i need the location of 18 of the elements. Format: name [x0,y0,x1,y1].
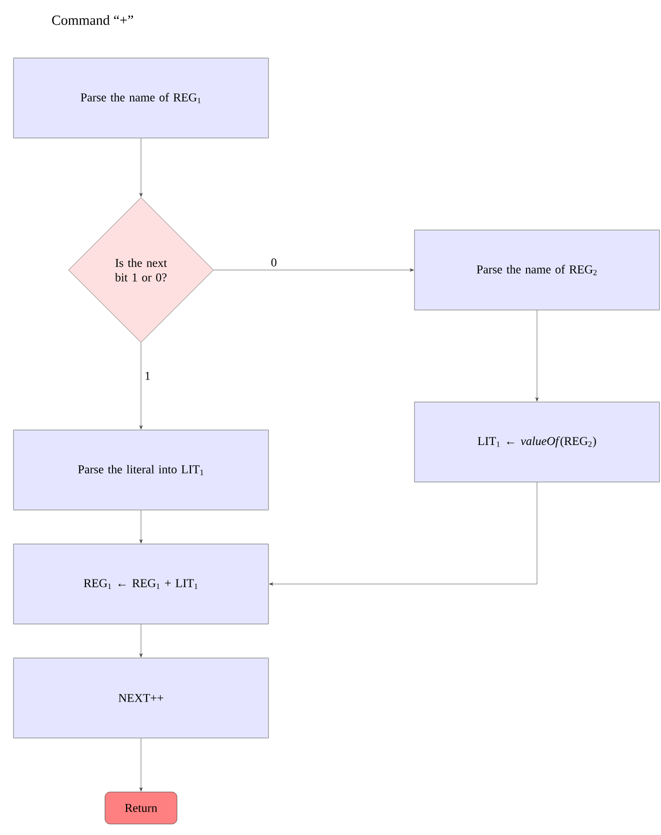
title: Command “+” [52,15,134,25]
process-box: LIT$_{1}$ ← valueOf(REG$_{2}$) [414,402,660,482]
edge-label: 0 [271,258,276,266]
arrow [139,624,143,658]
terminal-box: Return [104,792,178,824]
edge-label: 1 [146,372,150,380]
process-box: Parse the literal into LIT$_{1}$ [13,430,269,510]
process-box: Parse the name of REG$_{2}$ [414,230,660,310]
arrow [214,268,414,272]
arrow [139,510,143,544]
process-box: NEXT++ [13,658,269,738]
arrow [139,138,143,197]
arrow [269,482,538,586]
arrow [139,342,143,430]
arrow [139,738,143,792]
process-box: REG$_{1}$ ← REG$_{1}$ + LIT$_{1}$ [13,544,269,624]
process-box: Parse the name of REG$_{1}$ [13,58,269,138]
arrow [535,310,539,402]
